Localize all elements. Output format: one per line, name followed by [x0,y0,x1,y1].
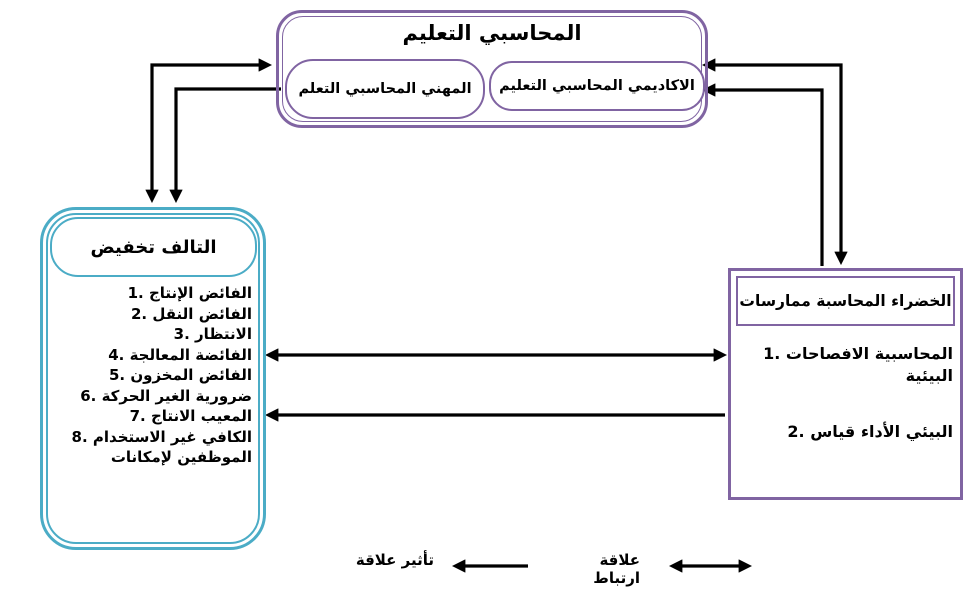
list-item: 1. الإنتاج الفائض [127,284,252,302]
arrow-influence-green-to-education [701,83,824,266]
list-item: 5. المخزون الفائض [108,366,252,384]
list-item: 8. الاستخدام غير الكافي لإمكانات الموظفي… [71,427,252,467]
arrow-correlation-education-waste-left [145,58,273,204]
waste-reduction-box: تخفيض التالف 1. الإنتاج الفائض 2. النقل ا… [40,207,266,550]
waste-reduction-title-stadium: تخفيض التالف [50,217,257,277]
legend-correlation-label: علاقة ارتباط [593,551,640,587]
waste-reduction-title: تخفيض التالف [90,236,217,258]
accounting-education-title: التعليم المحاسبي [402,21,582,45]
academic-accounting-education-label: التعليم المحاسبي الاكاديمي [499,78,695,94]
list-item: 7. الانتاج المعيب [129,407,252,425]
list-item: 4. المعالجة الفائضة [108,345,252,364]
arrow-influence-education-to-waste [169,87,281,204]
list-item: 6. الحركة الغير ضرورية [80,386,252,405]
list-item: 3. الانتظار [173,325,252,343]
academic-accounting-education-box: التعليم المحاسبي الاكاديمي [489,61,705,111]
green-accounting-practices-title-box: ممارسات المحاسبة الخضراء [736,276,955,326]
arrow-correlation-education-green-right [701,58,848,266]
waste-types-list: 1. الإنتاج الفائض 2. النقل الفائض 3. الانت… [56,283,252,468]
professional-accounting-learning-label: التعلم المحاسبي المهني [298,81,472,97]
green-accounting-practices-title: ممارسات المحاسبة الخضراء [739,292,952,310]
green-practice-item-2: 2. قياس الأداء البيئي [787,422,953,441]
accounting-education-box: التعليم المحاسبي التعلم المحاسبي المهني … [276,10,708,128]
list-item: 2. النقل الفائض [130,304,252,323]
green-accounting-practices-box: ممارسات المحاسبة الخضراء 1. الافصاحات ال… [728,268,963,500]
legend-influence-label: علاقة تأثير [355,551,434,569]
green-practice-item-1: 1. الافصاحات المحاسبية البيئية [763,344,953,385]
professional-accounting-learning-box: التعلم المحاسبي المهني [285,59,485,119]
